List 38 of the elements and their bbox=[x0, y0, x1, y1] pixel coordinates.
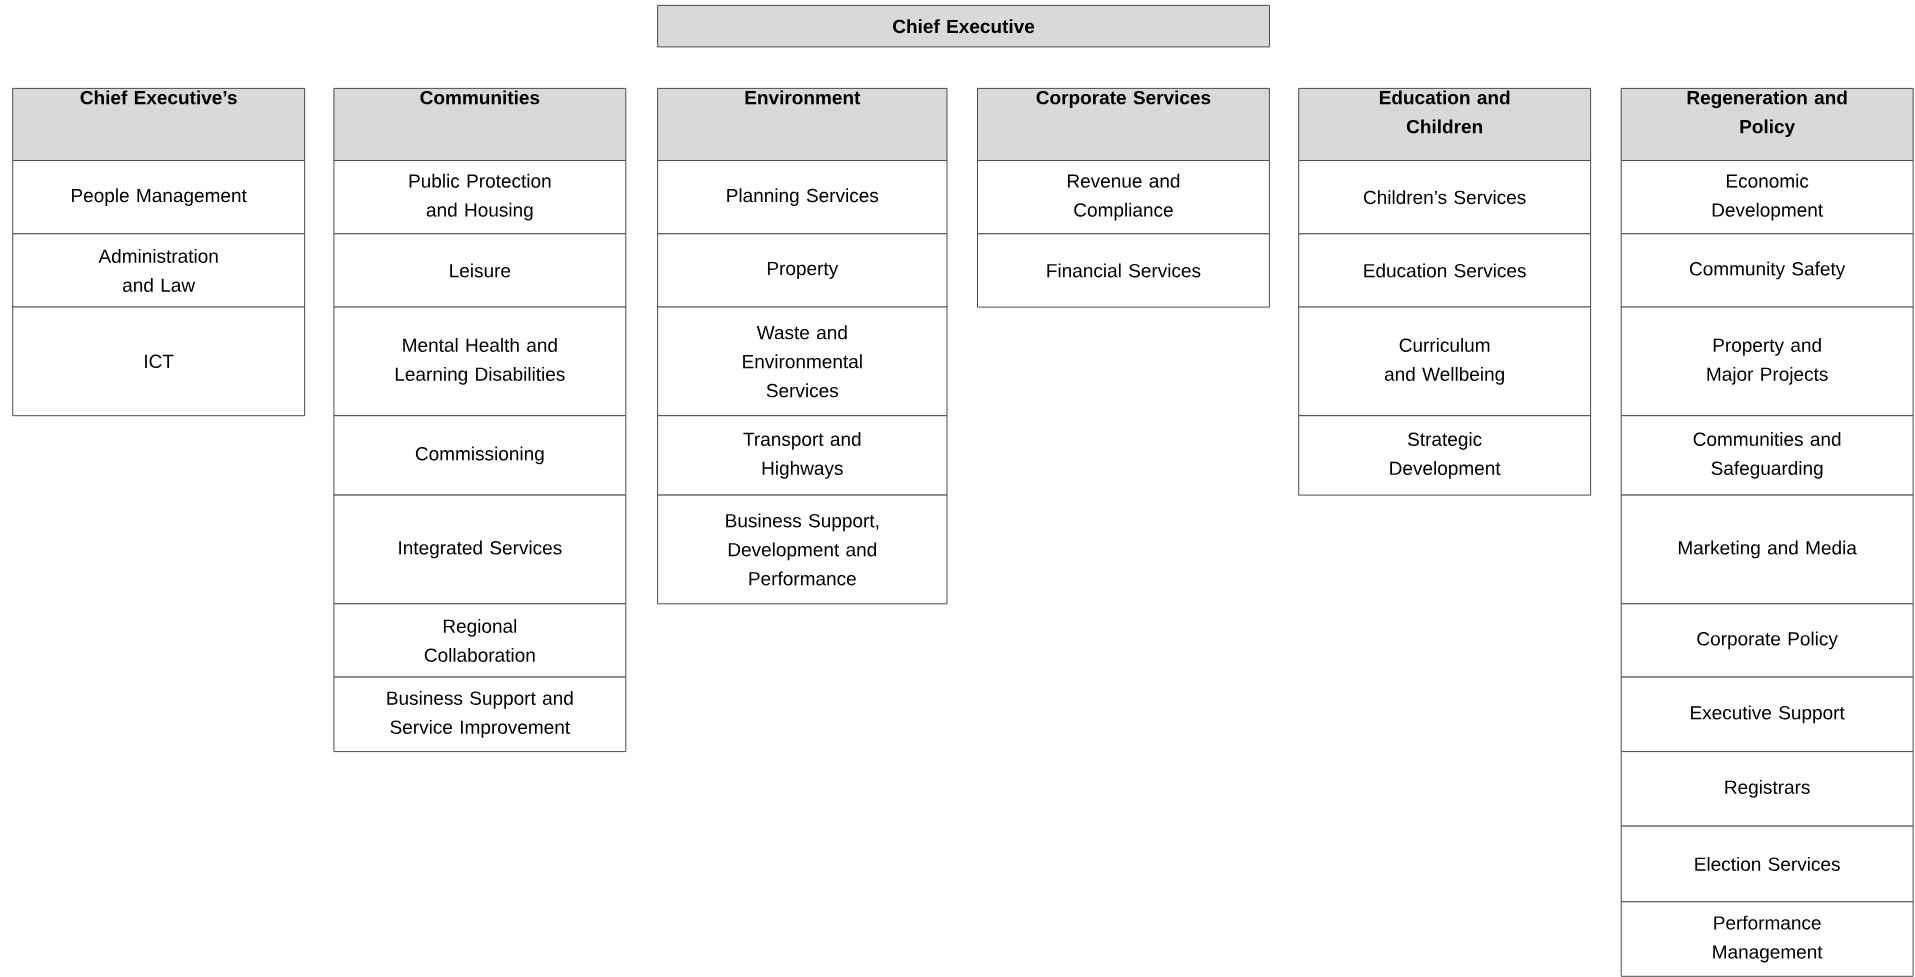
service-box: Community Safety bbox=[1620, 233, 1914, 308]
service-box: Performance Management bbox=[1620, 901, 1914, 977]
service-box: Business Support and Service Improvement bbox=[333, 676, 627, 753]
department-header: Corporate Services bbox=[977, 87, 1270, 161]
department-header: Communities bbox=[333, 87, 627, 161]
service-box: Property bbox=[657, 233, 948, 308]
service-box: Election Services bbox=[1620, 825, 1914, 903]
service-box: Public Protection and Housing bbox=[333, 160, 627, 235]
department-header: Regeneration and Policy bbox=[1620, 87, 1914, 161]
service-box: Administration and Law bbox=[12, 233, 306, 308]
service-box: Regional Collaboration bbox=[333, 603, 627, 678]
service-box: Integrated Services bbox=[333, 494, 627, 605]
service-box: Communities and Safeguarding bbox=[1620, 415, 1914, 496]
service-box: Education Services bbox=[1298, 233, 1592, 308]
service-box: Business Support, Development and Performance bbox=[657, 494, 948, 605]
service-box: Leisure bbox=[333, 233, 627, 308]
service-box: Transport and Highways bbox=[657, 415, 948, 496]
service-box: Corporate Policy bbox=[1620, 603, 1914, 678]
department-header: Education and Children bbox=[1298, 87, 1592, 161]
service-box: Revenue and Compliance bbox=[977, 160, 1270, 235]
service-box: Waste and Environmental Services bbox=[657, 306, 948, 417]
executive-box: Chief Executive bbox=[657, 4, 1270, 48]
service-box: ICT bbox=[12, 306, 306, 417]
service-box: Marketing and Media bbox=[1620, 494, 1914, 605]
service-box: Economic Development bbox=[1620, 160, 1914, 235]
service-box: Planning Services bbox=[657, 160, 948, 235]
service-box: Commissioning bbox=[333, 415, 627, 496]
service-box: Mental Health and Learning Disabilities bbox=[333, 306, 627, 417]
department-header: Chief Executive’s bbox=[12, 87, 306, 161]
service-box: Children’s Services bbox=[1298, 160, 1592, 235]
service-box: Property and Major Projects bbox=[1620, 306, 1914, 417]
service-box: Executive Support bbox=[1620, 676, 1914, 753]
service-box: Curriculum and Wellbeing bbox=[1298, 306, 1592, 417]
department-header: Environment bbox=[657, 87, 948, 161]
service-box: Registrars bbox=[1620, 751, 1914, 827]
service-box: Financial Services bbox=[977, 233, 1270, 308]
service-box: Strategic Development bbox=[1298, 415, 1592, 496]
service-box: People Management bbox=[12, 160, 306, 235]
